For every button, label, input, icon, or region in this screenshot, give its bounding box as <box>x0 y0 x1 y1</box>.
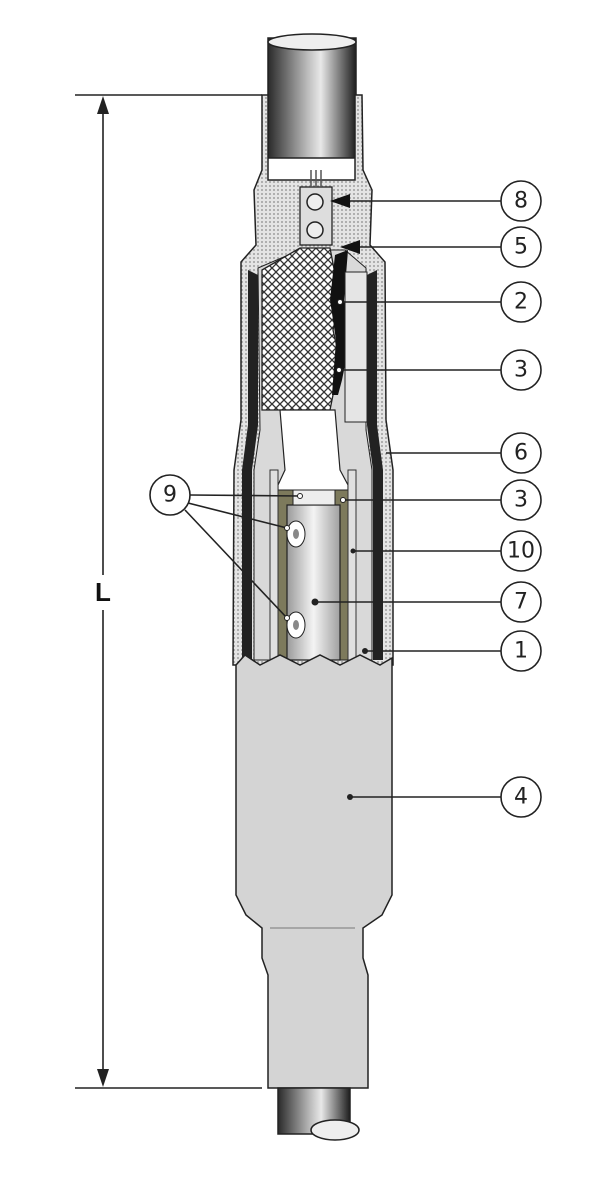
svg-text:1: 1 <box>514 639 528 664</box>
lug-8 <box>299 170 333 246</box>
svg-text:3: 3 <box>514 488 528 513</box>
dimension-l: L <box>75 94 262 1089</box>
callout-6: 6 <box>500 432 542 474</box>
svg-text:9: 9 <box>163 483 177 508</box>
callout-8: 8 <box>500 180 542 222</box>
lower-cable <box>277 1087 360 1141</box>
callout-1: 1 <box>500 630 542 672</box>
upper-cable <box>267 33 357 159</box>
connector-7 <box>286 489 341 661</box>
callout-3-lower: 3 <box>500 479 542 521</box>
dimension-label: L <box>95 577 111 607</box>
svg-text:5: 5 <box>514 235 528 260</box>
callout-7: 7 <box>500 581 542 623</box>
cable-cores <box>261 247 341 411</box>
outer-sleeve-4 <box>235 654 393 1089</box>
svg-text:3: 3 <box>514 358 528 383</box>
callout-9: 9 <box>149 474 191 516</box>
svg-text:2: 2 <box>514 290 528 315</box>
svg-text:4: 4 <box>514 785 528 810</box>
callout-3-upper: 3 <box>500 349 542 391</box>
callout-2: 2 <box>500 281 542 323</box>
callout-4: 4 <box>500 776 542 818</box>
svg-text:6: 6 <box>514 441 528 466</box>
svg-text:10: 10 <box>507 539 535 564</box>
callout-10: 10 <box>500 530 542 572</box>
callout-5: 5 <box>500 226 542 268</box>
svg-text:8: 8 <box>514 189 528 214</box>
svg-text:7: 7 <box>514 590 528 615</box>
leader-lines <box>184 194 501 800</box>
